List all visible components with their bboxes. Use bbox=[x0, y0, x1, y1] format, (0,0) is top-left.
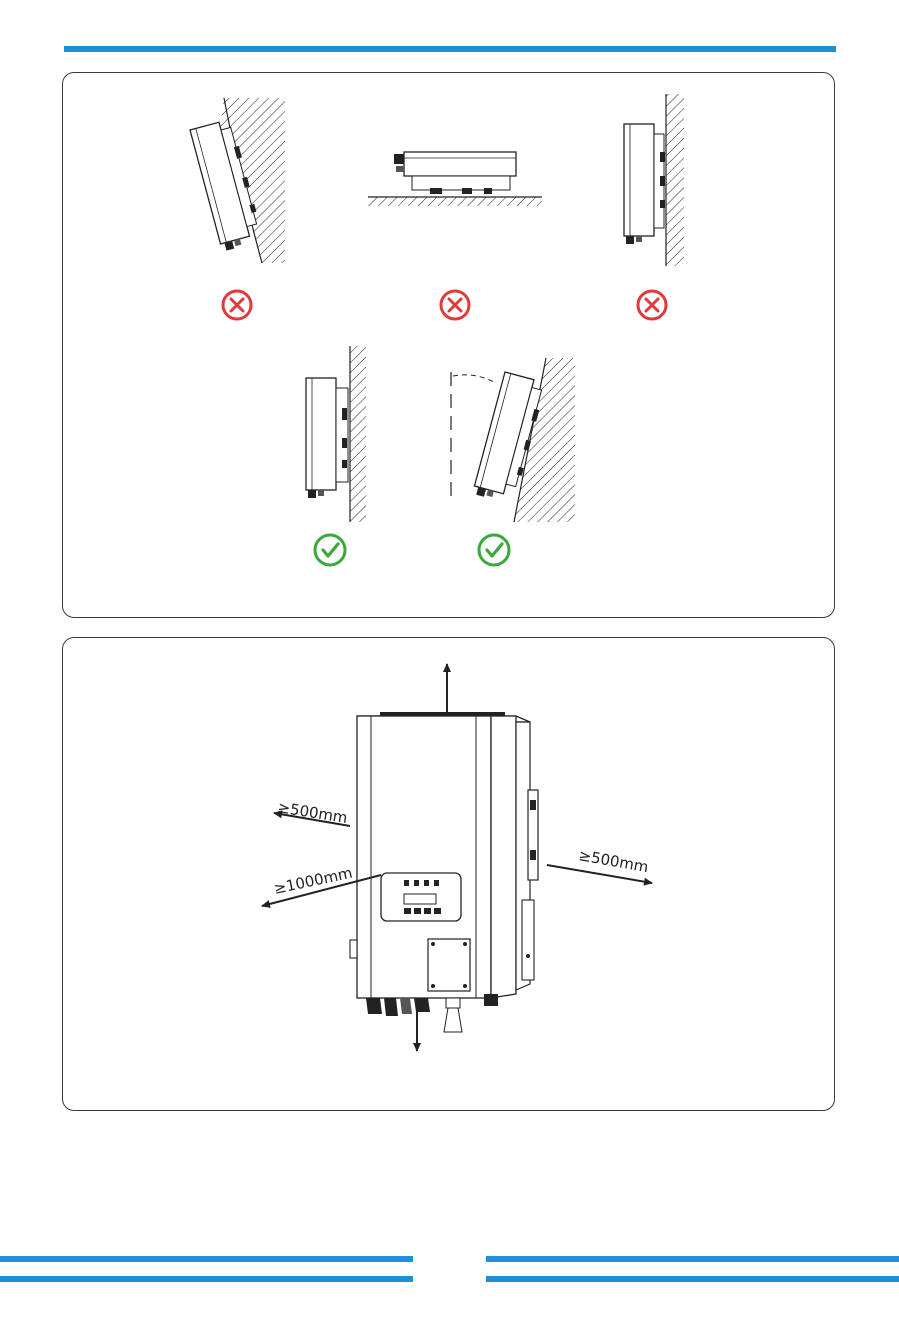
footer-rule-left-1 bbox=[0, 1256, 413, 1262]
footer-rule-left-2 bbox=[0, 1276, 413, 1282]
left-clearance-label: ≥500mm bbox=[276, 798, 348, 827]
footer-rule-right-2 bbox=[486, 1276, 899, 1282]
inverter-3d-figure bbox=[350, 714, 538, 1032]
footer-rule-right-1 bbox=[486, 1256, 899, 1262]
